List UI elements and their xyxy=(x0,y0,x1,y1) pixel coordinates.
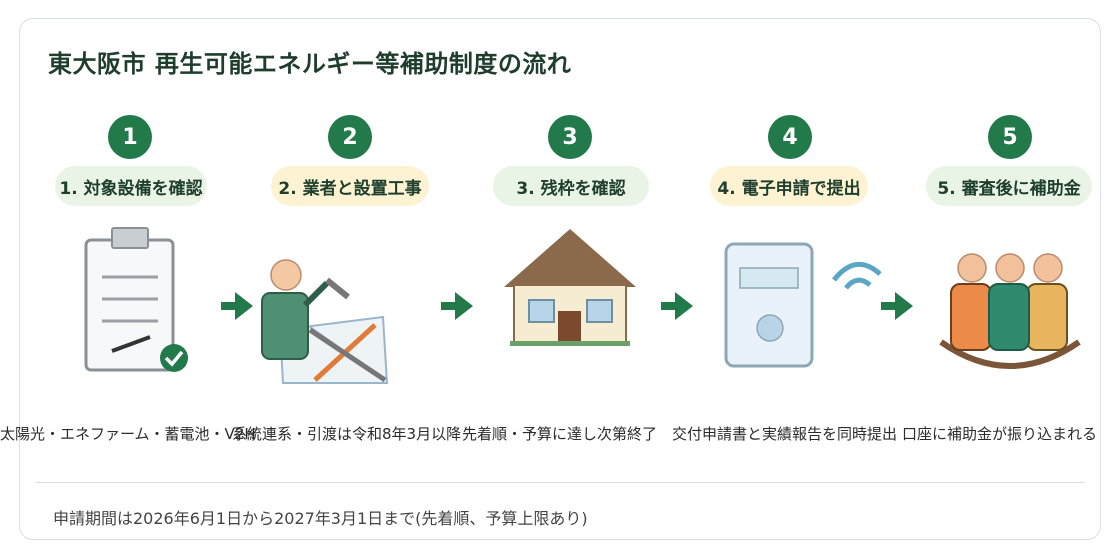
step-4-description: 交付申請書と実績報告を同時提出 xyxy=(672,425,898,443)
installer-solar-panel-icon xyxy=(261,259,389,384)
step-3-label: 3. 残枠を確認 xyxy=(493,166,649,206)
people-group-icon xyxy=(939,253,1081,369)
page-title: 東大阪市 再生可能エネルギー等補助制度の流れ xyxy=(48,50,572,78)
divider xyxy=(36,482,1085,483)
step-2-label: 2. 業者と設置工事 xyxy=(271,166,429,206)
step-1-label: 1. 対象設備を確認 xyxy=(55,166,207,206)
step-5-label: 5. 審査後に補助金 xyxy=(926,166,1092,206)
clipboard-check-icon xyxy=(84,227,188,372)
step-5-number-badge: 5 xyxy=(988,115,1032,159)
device-signal-icon xyxy=(724,242,882,368)
step-4-number-badge: 4 xyxy=(768,115,812,159)
house-icon xyxy=(504,229,636,346)
step-2-description: 系統連系・引渡は令和8年3月以降 xyxy=(232,425,462,443)
application-period-note: 申請期間は2026年6月1日から2027年3月1日まで(先着順、予算上限あり) xyxy=(53,509,588,528)
arrow-right-icon xyxy=(441,292,473,320)
arrow-right-icon xyxy=(661,292,693,320)
step-1-number-badge: 1 xyxy=(108,115,152,159)
step-2-number-badge: 2 xyxy=(328,115,372,159)
step-1-description: 太陽光・エネファーム・蓄電池・V2H xyxy=(0,425,256,443)
step-5-description: 口座に補助金が振り込まれる xyxy=(902,425,1098,443)
arrow-right-icon xyxy=(221,292,253,320)
step-4-label: 4. 電子申請で提出 xyxy=(710,166,868,206)
step-3-number-badge: 3 xyxy=(548,115,592,159)
step-3-description: 先着順・予算に達し次第終了 xyxy=(462,425,658,443)
arrow-right-icon xyxy=(881,292,913,320)
